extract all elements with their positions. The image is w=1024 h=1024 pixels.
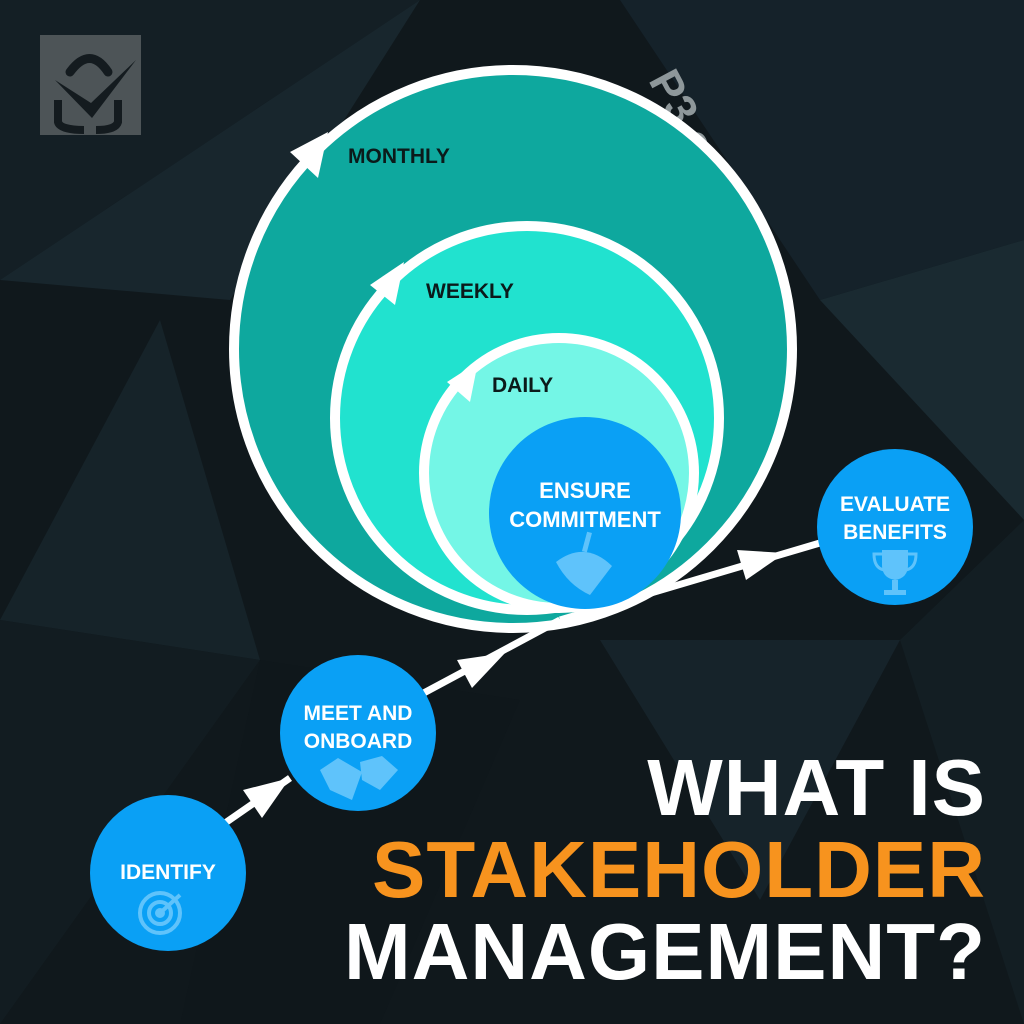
spinning-top-icon	[556, 531, 612, 595]
cycle-arrow-monthly-icon	[290, 132, 328, 178]
cycle-label-monthly: MONTHLY	[348, 145, 450, 168]
trophy-icon	[872, 550, 918, 595]
path-arrow-icon	[243, 778, 290, 818]
headline-line-1: WHAT IS	[647, 743, 986, 832]
headline-line-2: STAKEHOLDER	[372, 825, 986, 914]
step-meet-and-onboard: MEET AND ONBOARD	[280, 655, 436, 811]
cycle-arrow-daily-icon	[447, 362, 478, 402]
step-label: COMMITMENT	[509, 507, 661, 532]
step-evaluate-benefits: EVALUATE BENEFITS	[817, 449, 973, 605]
headline-line-3: MANAGEMENT?	[343, 907, 986, 996]
path-arrow-icon	[457, 653, 505, 688]
p3-express-logo-icon	[40, 35, 141, 135]
step-ensure-commitment: ENSURE COMMITMENT	[489, 417, 681, 609]
step-label: ENSURE	[539, 478, 631, 503]
cycle-arrow-weekly-icon	[370, 262, 404, 305]
step-label: EVALUATE	[840, 493, 950, 516]
step-label: IDENTIFY	[120, 861, 216, 884]
step-label: BENEFITS	[843, 521, 947, 544]
step-identify: IDENTIFY	[90, 795, 246, 951]
handshake-icon	[320, 756, 398, 800]
path-arrow-icon	[737, 550, 785, 580]
cycle-label-daily: DAILY	[492, 374, 553, 397]
step-label: MEET AND	[304, 702, 413, 725]
target-icon	[138, 891, 182, 935]
step-label: ONBOARD	[304, 730, 413, 753]
cycle-label-weekly: WEEKLY	[426, 280, 514, 303]
